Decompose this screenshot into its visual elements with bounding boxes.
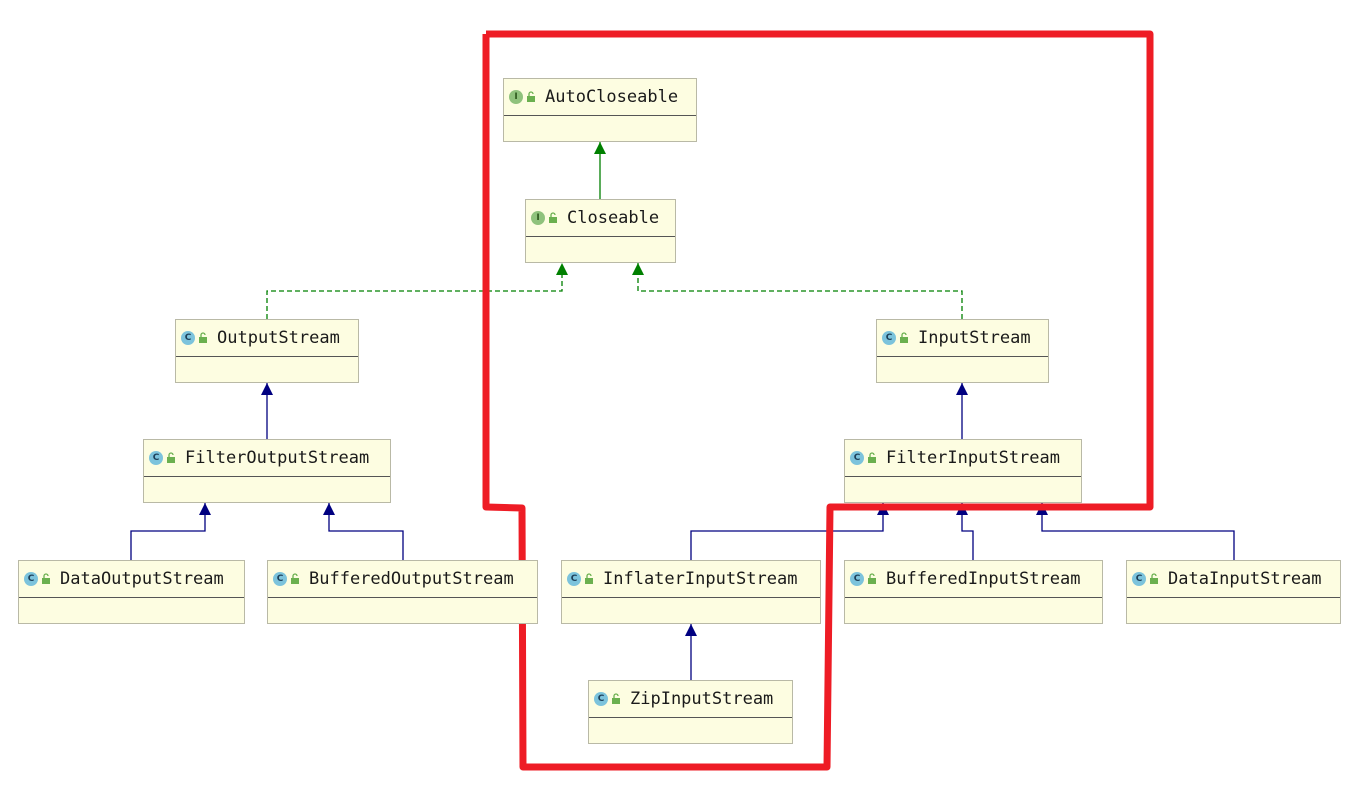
- public-lock-icon: [291, 573, 299, 584]
- class-node-header: C InflaterInputStream: [562, 561, 820, 598]
- class-node-autocloseable[interactable]: I AutoCloseable: [503, 78, 697, 142]
- class-icon: C: [567, 572, 581, 586]
- class-node-bufferedinputstream[interactable]: C BufferedInputStream: [844, 560, 1103, 624]
- class-icon: C: [882, 331, 896, 345]
- public-lock-icon: [900, 332, 908, 343]
- arrowhead-icon: [323, 503, 335, 515]
- class-node-filterinputstream[interactable]: C FilterInputStream: [844, 439, 1082, 503]
- interface-icon: I: [531, 211, 545, 225]
- class-node-header: I Closeable: [526, 200, 675, 237]
- class-node-header: C InputStream: [877, 320, 1048, 357]
- class-node-inflaterinputstream[interactable]: C InflaterInputStream: [561, 560, 821, 624]
- class-name-label: DataInputStream: [1168, 569, 1322, 589]
- public-lock-icon: [585, 573, 593, 584]
- class-icon: C: [594, 692, 608, 706]
- class-name-label: DataOutputStream: [60, 569, 224, 589]
- class-name-label: BufferedOutputStream: [309, 569, 514, 589]
- class-node-zipinputstream[interactable]: C ZipInputStream: [588, 680, 793, 744]
- arrowhead-icon: [685, 624, 697, 636]
- edge-bufferedoutputstream-to-filteroutputstream: [328, 503, 404, 560]
- class-node-header: I AutoCloseable: [504, 79, 696, 116]
- class-name-label: OutputStream: [217, 328, 340, 348]
- arrowhead-icon: [594, 142, 606, 154]
- public-lock-icon: [527, 91, 535, 102]
- public-lock-icon: [868, 573, 876, 584]
- class-node-bufferedoutputstream[interactable]: C BufferedOutputStream: [267, 560, 538, 624]
- class-node-header: C FilterInputStream: [845, 440, 1081, 477]
- arrowhead-icon: [632, 263, 644, 275]
- class-node-header: C ZipInputStream: [589, 681, 792, 718]
- public-lock-icon: [549, 212, 557, 223]
- class-name-label: ZipInputStream: [630, 689, 774, 709]
- class-node-dataoutputstream[interactable]: C DataOutputStream: [18, 560, 245, 624]
- arrowhead-icon: [556, 263, 568, 275]
- public-lock-icon: [868, 452, 876, 463]
- class-node-header: C BufferedOutputStream: [268, 561, 537, 598]
- class-node-header: C BufferedInputStream: [845, 561, 1102, 598]
- class-node-header: C FilterOutputStream: [144, 440, 390, 477]
- class-name-label: Closeable: [567, 208, 660, 228]
- class-name-label: InputStream: [918, 328, 1031, 348]
- class-icon: C: [850, 572, 864, 586]
- class-node-closeable[interactable]: I Closeable: [525, 199, 676, 263]
- highlight-outline: [482, 30, 1154, 771]
- class-icon: C: [181, 331, 195, 345]
- class-name-label: FilterOutputStream: [185, 448, 370, 468]
- public-lock-icon: [167, 452, 175, 463]
- class-node-inputstream[interactable]: C InputStream: [876, 319, 1049, 383]
- public-lock-icon: [199, 332, 207, 343]
- edge-datainputstream-to-filterinputstream: [1041, 503, 1235, 560]
- edge-bufferedinputstream-to-filterinputstream: [961, 503, 974, 560]
- class-icon: C: [24, 572, 38, 586]
- class-name-label: AutoCloseable: [545, 87, 679, 107]
- class-node-datainputstream[interactable]: C DataInputStream: [1126, 560, 1341, 624]
- class-node-outputstream[interactable]: C OutputStream: [175, 319, 359, 383]
- public-lock-icon: [612, 693, 620, 704]
- class-node-filteroutputstream[interactable]: C FilterOutputStream: [143, 439, 391, 503]
- public-lock-icon: [1150, 573, 1158, 584]
- arrowhead-icon: [956, 383, 968, 395]
- arrowhead-icon: [199, 503, 211, 515]
- class-node-header: C OutputStream: [176, 320, 358, 357]
- class-name-label: FilterInputStream: [886, 448, 1060, 468]
- class-icon: C: [1132, 572, 1146, 586]
- class-icon: C: [850, 451, 864, 465]
- edge-dataoutputstream-to-filteroutputstream: [130, 503, 206, 560]
- class-name-label: InflaterInputStream: [603, 569, 798, 589]
- class-name-label: BufferedInputStream: [886, 569, 1081, 589]
- class-icon: C: [149, 451, 163, 465]
- class-node-header: C DataInputStream: [1127, 561, 1340, 598]
- edge-inputstream-to-closeable: [637, 263, 963, 319]
- arrowhead-icon: [261, 383, 273, 395]
- class-node-header: C DataOutputStream: [19, 561, 244, 598]
- edge-outputstream-to-closeable: [266, 263, 563, 319]
- edge-inflaterinputstream-to-filterinputstream: [690, 503, 884, 560]
- interface-icon: I: [509, 90, 523, 104]
- public-lock-icon: [42, 573, 50, 584]
- class-icon: C: [273, 572, 287, 586]
